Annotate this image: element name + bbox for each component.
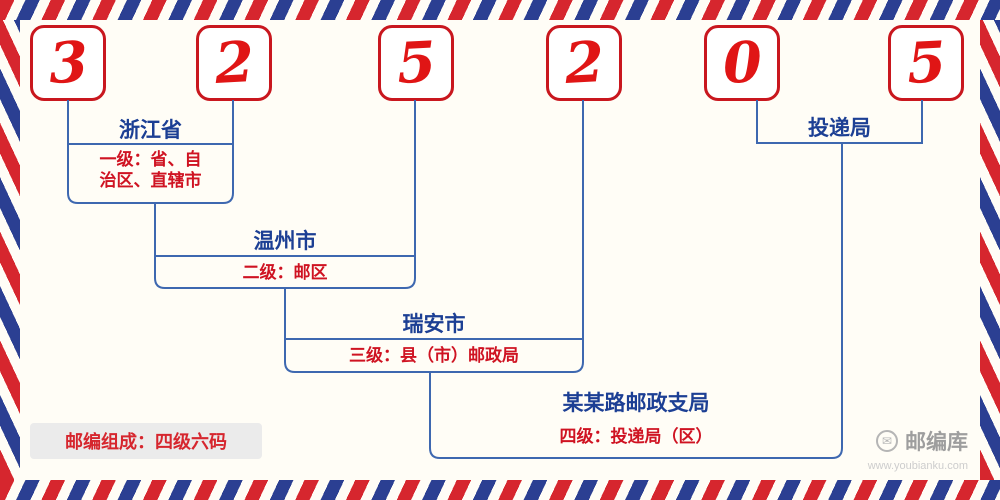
- brand-url: www.youbianku.com: [867, 460, 968, 472]
- level-3-desc-line-1: 三级：县（市）邮政局: [349, 346, 519, 365]
- digit-box-2: 2: [196, 25, 272, 101]
- postal-digit-1: 3: [46, 29, 90, 97]
- airmail-border-bottom: [0, 480, 1000, 500]
- airmail-border-right: [980, 20, 1000, 480]
- airmail-border-top: [0, 0, 1000, 20]
- level-2-desc: 二级：邮区: [155, 262, 415, 283]
- level-2-name: 温州市: [253, 230, 317, 253]
- level-1-name: 浙江省: [119, 119, 182, 142]
- digit-box-3: 5: [378, 25, 454, 101]
- composition-text: 邮编组成：四级六码: [65, 432, 227, 452]
- postal-digit-3: 5: [394, 29, 438, 97]
- level-3-desc: 三级：县（市）邮政局: [285, 345, 583, 366]
- level-4-name: 某某路邮政支局: [562, 392, 710, 415]
- delivery-bureau-name: 投递局: [808, 117, 871, 140]
- digit-box-6: 5: [888, 25, 964, 101]
- digit-box-4: 2: [546, 25, 622, 101]
- postal-digit-4: 2: [562, 29, 606, 97]
- postal-digit-5: 0: [720, 29, 764, 97]
- level-1-desc-line-2: 治区、直辖市: [99, 171, 202, 190]
- level-2-desc-line-1: 二级：邮区: [242, 263, 328, 282]
- digit-box-1: 3: [30, 25, 106, 101]
- level-3-name: 瑞安市: [402, 313, 466, 336]
- level-1-desc: 一级：省、自 治区、直辖市: [68, 149, 233, 191]
- digit-box-5: 0: [704, 25, 780, 101]
- level-4-desc: 四级：投递局（区）: [430, 426, 842, 447]
- postal-digit-6: 5: [904, 29, 948, 97]
- level-1-desc-line-1: 一级：省、自: [99, 150, 202, 169]
- airmail-border-left: [0, 20, 20, 480]
- brand-watermark: ✉ 邮编库 www.youbianku.com: [868, 426, 968, 472]
- envelope-icon: ✉: [876, 430, 898, 452]
- brand-name: 邮编库: [905, 431, 968, 454]
- composition-badge: 邮编组成：四级六码: [30, 423, 262, 459]
- postal-digit-2: 2: [212, 29, 256, 97]
- level-4-desc-line-1: 四级：投递局（区）: [559, 427, 713, 446]
